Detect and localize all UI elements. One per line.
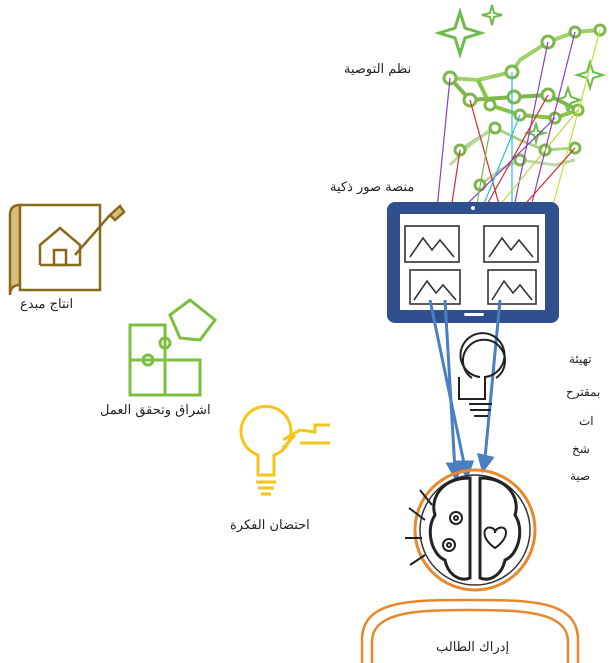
gear-icon	[442, 511, 463, 552]
sparkle-star-icon	[433, 4, 607, 146]
label-smart-image-platform: منصة صور ذكية	[330, 180, 415, 195]
heart-icon	[483, 526, 507, 550]
label-idea-incubation: احتضان الفكرة	[230, 518, 310, 533]
perception-arrows	[428, 299, 502, 482]
image-thumbnail-icon	[404, 225, 539, 305]
label-preparation-line-4: شخ	[572, 442, 590, 456]
label-preparation-line-2: بمقترح	[566, 385, 601, 399]
puzzle-icon	[128, 298, 218, 397]
student-perception-arch	[360, 598, 580, 663]
house-blueprint-icon	[8, 203, 126, 296]
label-student-perception: إدراك الطالب	[436, 640, 510, 655]
lightbulb-hand-icon	[239, 404, 330, 496]
label-recommendation-systems: نظم التوصية	[344, 62, 412, 77]
label-preparation-line-5: صية	[570, 469, 591, 483]
label-preparation-line-1: تهيئة	[569, 352, 592, 366]
label-illumination-verification: اشراق وتحقق العمل	[100, 403, 211, 418]
lightbulb-outline-icon	[458, 332, 506, 417]
constellation-nodes	[442, 23, 607, 192]
label-preparation-line-3: ات	[579, 414, 594, 428]
brain-icon	[405, 468, 537, 592]
label-creative-production: انتاج مبدع	[20, 297, 74, 312]
